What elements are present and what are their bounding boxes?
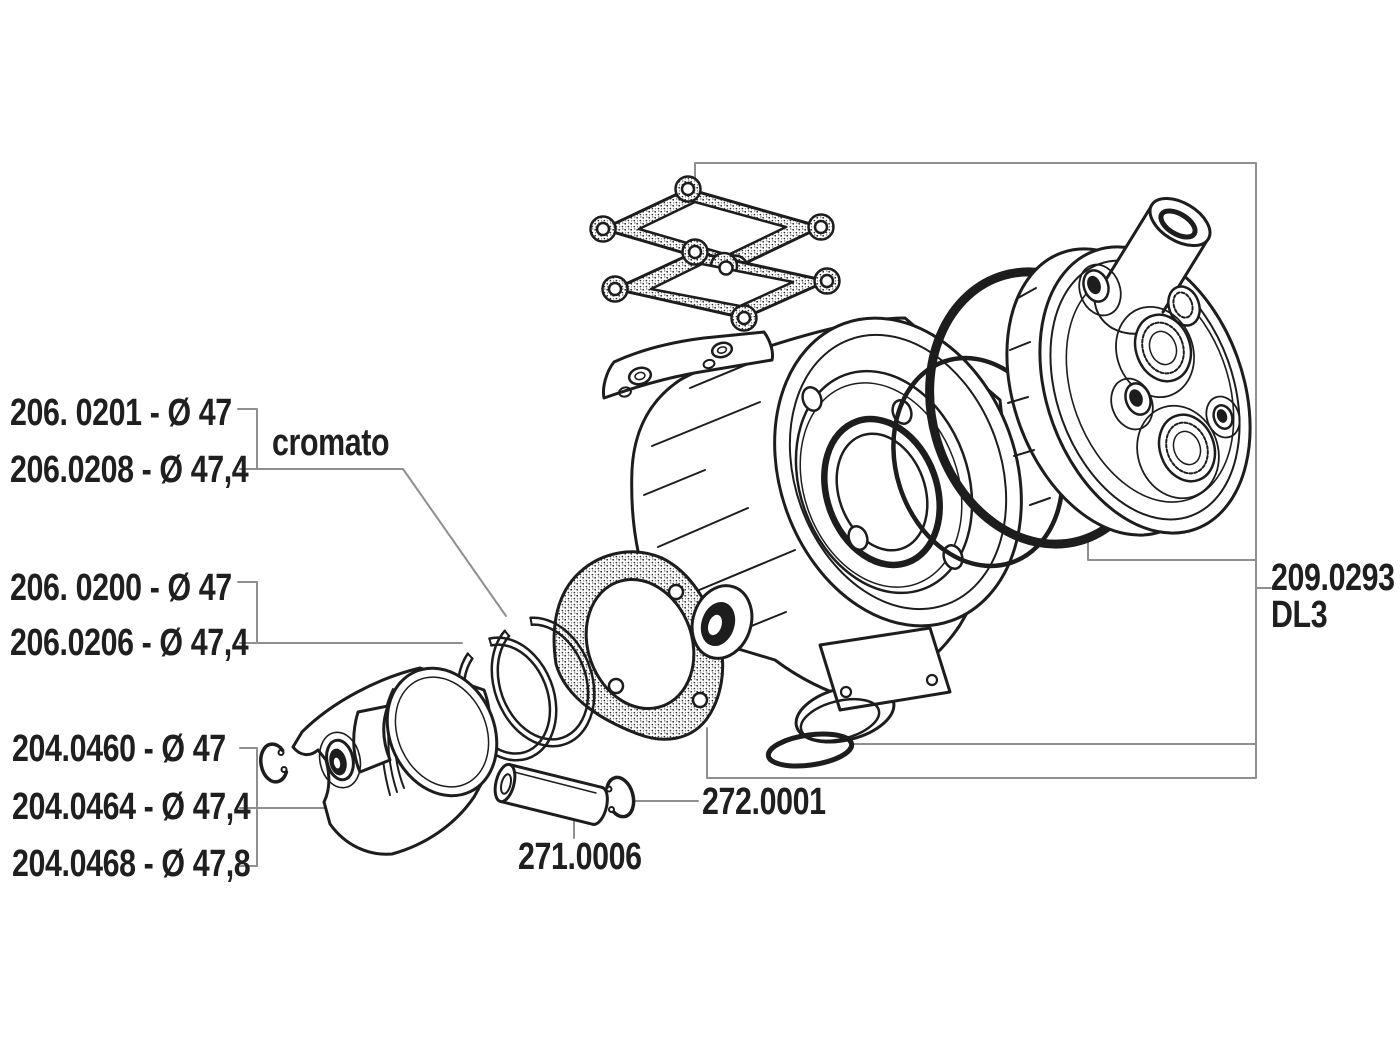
- intake-port: [690, 584, 754, 660]
- leader-piston: [239, 747, 326, 867]
- piston-crown: [385, 666, 499, 798]
- exhaust-o-ring: [765, 731, 855, 769]
- wrist-pin: [493, 762, 609, 826]
- label-piston-474: 204.0464 - Ø 47,4: [12, 786, 251, 828]
- base-gasket: [552, 550, 725, 741]
- piston-ring-chrome: [490, 616, 596, 748]
- label-wrist-pin: 271.0006: [518, 836, 642, 878]
- label-ring-474: 206.0206 - Ø 47,4: [10, 622, 249, 664]
- label-pin-circlip: 272.0001: [702, 781, 826, 823]
- exhaust-flange: [794, 626, 952, 744]
- reed-valve-gasket-front: [601, 238, 841, 332]
- label-ring-chrome-474: 206.0208 - Ø 47,4: [10, 449, 249, 491]
- label-chrome-note: cromato: [272, 422, 390, 464]
- reed-valve-gasket-rear: [589, 175, 835, 282]
- piston-circlip: [259, 742, 289, 784]
- label-piston-478: 204.0468 - Ø 47,8: [12, 843, 251, 885]
- head-holes: [1078, 263, 1241, 500]
- gasket-set-bracket-lines: [694, 162, 1272, 779]
- label-gasket-set-sub: DL3: [1271, 594, 1328, 636]
- pin-circlip: [605, 775, 636, 819]
- piston-window: [352, 704, 392, 774]
- head-rim-fins: [1007, 287, 1051, 506]
- label-piston-47: 204.0460 - Ø 47: [12, 728, 226, 770]
- label-ring-47: 206. 0200 - Ø 47: [10, 567, 232, 609]
- cylinder-head: [1005, 196, 1252, 537]
- piston: [291, 666, 499, 856]
- label-ring-chrome-47: 206. 0201 - Ø 47: [10, 392, 232, 434]
- callout-leader-lines: [237, 408, 699, 867]
- label-gasket-set: 209.0293: [1271, 557, 1395, 599]
- leader-ring: [237, 581, 463, 644]
- leader-ring-chrome: [237, 408, 507, 617]
- cylinder-bore: [821, 415, 943, 569]
